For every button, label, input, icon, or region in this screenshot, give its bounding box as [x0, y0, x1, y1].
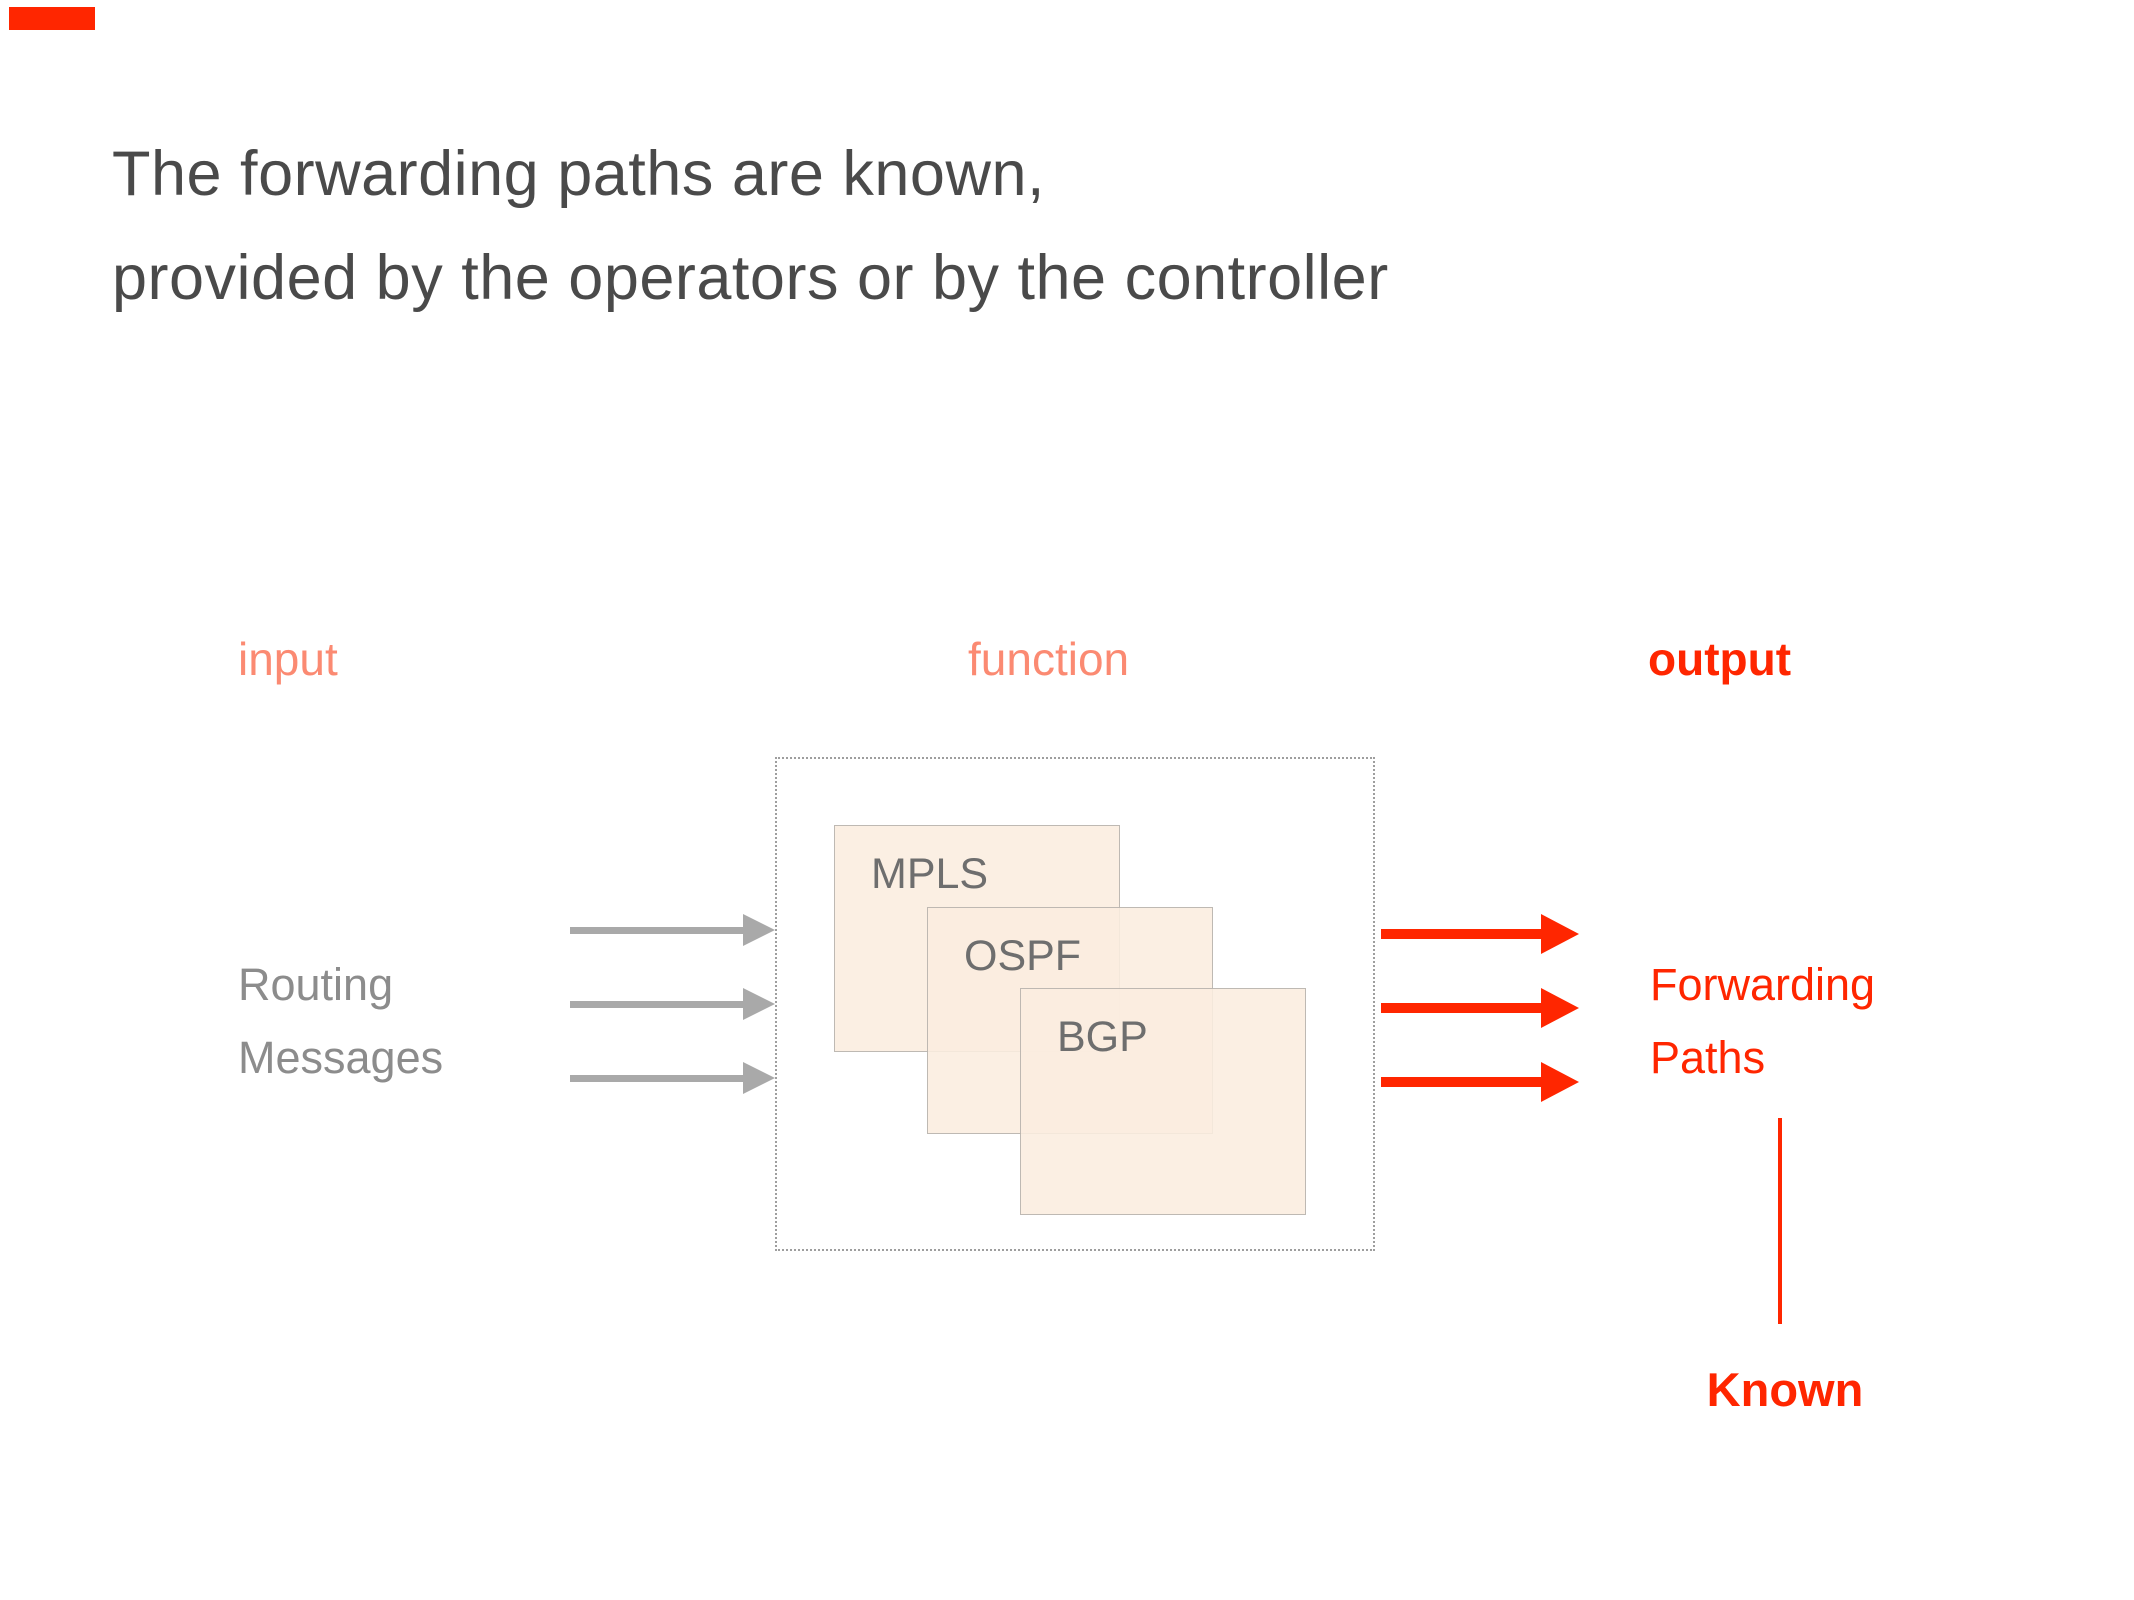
- output-arrow-1-head: [1541, 914, 1579, 954]
- known-connector-line: [1778, 1118, 1782, 1324]
- routing-label-line2: Messages: [238, 1032, 444, 1083]
- input-arrow-3-shaft: [570, 1074, 743, 1082]
- input-arrow-2: [570, 988, 775, 1020]
- output-forwarding-paths-label: Forwarding Paths: [1650, 948, 1875, 1094]
- known-annotation: Known: [1706, 1363, 1864, 1416]
- output-arrow-2: [1381, 988, 1579, 1028]
- output-arrow-2-shaft: [1381, 1003, 1541, 1013]
- slide-title: The forwarding paths are known, provided…: [112, 122, 1389, 330]
- column-label-function: function: [968, 633, 1130, 685]
- input-arrow-3: [570, 1062, 775, 1094]
- slide-title-line2: provided by the operators or by the cont…: [112, 243, 1389, 313]
- slide-title-line1: The forwarding paths are known,: [112, 139, 1045, 209]
- input-arrow-2-head: [743, 988, 775, 1020]
- protocol-box-ospf-label: OSPF: [964, 932, 1082, 980]
- output-arrow-3-shaft: [1381, 1077, 1541, 1087]
- input-arrow-1-head: [743, 914, 775, 946]
- routing-label-line1: Routing: [238, 959, 394, 1010]
- input-arrow-1: [570, 914, 775, 946]
- column-label-input: input: [238, 633, 338, 685]
- output-arrow-1-shaft: [1381, 929, 1541, 939]
- output-arrow-2-head: [1541, 988, 1579, 1028]
- protocol-box-bgp-label: BGP: [1057, 1013, 1148, 1061]
- input-arrow-3-head: [743, 1062, 775, 1094]
- forwarding-label-line2: Paths: [1650, 1032, 1766, 1083]
- input-routing-messages-label: Routing Messages: [238, 948, 443, 1094]
- output-arrow-3: [1381, 1062, 1579, 1102]
- input-arrow-2-shaft: [570, 1000, 743, 1008]
- output-arrow-1: [1381, 914, 1579, 954]
- forwarding-label-line1: Forwarding: [1650, 959, 1876, 1010]
- output-arrow-3-head: [1541, 1062, 1579, 1102]
- protocol-box-mpls-label: MPLS: [871, 850, 989, 898]
- column-label-output: output: [1648, 633, 1792, 685]
- input-arrow-1-shaft: [570, 926, 743, 934]
- slide-corner-red-marker: [9, 7, 95, 30]
- protocol-box-bgp: BGP: [1020, 988, 1306, 1215]
